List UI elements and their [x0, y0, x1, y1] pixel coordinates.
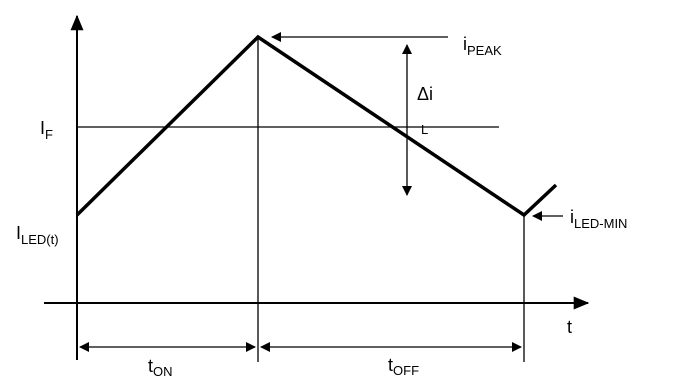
t-axis-label: t: [567, 317, 572, 337]
l-marker-label: L: [421, 122, 428, 137]
i-f-label: IF: [40, 118, 53, 142]
delta-i-label: Δi: [417, 84, 433, 104]
t-off-label: tOFF: [388, 355, 419, 377]
i-peak-label: iPEAK: [463, 34, 502, 58]
i-led-min-label: iLED-MIN: [570, 207, 627, 231]
i-led-t-label: ILED(t): [16, 223, 59, 247]
t-on-label: tON: [148, 356, 173, 377]
current-waveform: [75, 34, 558, 218]
